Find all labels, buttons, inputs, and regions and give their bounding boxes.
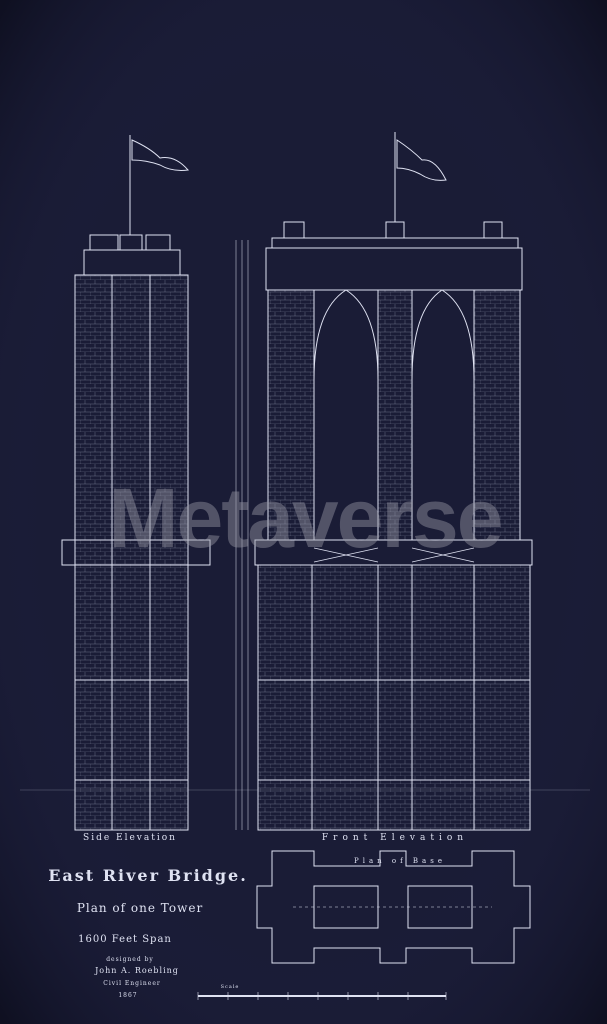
drawing-subtitle: Plan of one Tower <box>76 901 204 915</box>
front-elevation-tower <box>235 132 533 831</box>
designer-name: John A. Roebling <box>95 966 179 975</box>
drawing-title: East River Bridge. <box>48 866 248 885</box>
scale-bar <box>197 992 447 1000</box>
watermark: Metaverse <box>108 471 504 565</box>
plan-of-base-label: Plan of Base <box>354 857 446 865</box>
side-elevation-label: Side Elevation <box>83 833 177 843</box>
designed-by-text: designed by <box>106 956 154 963</box>
plan-of-base <box>256 850 531 964</box>
front-elevation-label: Front Elevation <box>321 833 469 843</box>
scale-caption: Scale <box>220 984 240 990</box>
span-text: 1600 Feet Span <box>78 934 172 945</box>
side-elevation-tower <box>61 135 211 831</box>
designer-title: Civil Engineer <box>103 980 161 987</box>
year-text: 1867 <box>118 992 138 999</box>
